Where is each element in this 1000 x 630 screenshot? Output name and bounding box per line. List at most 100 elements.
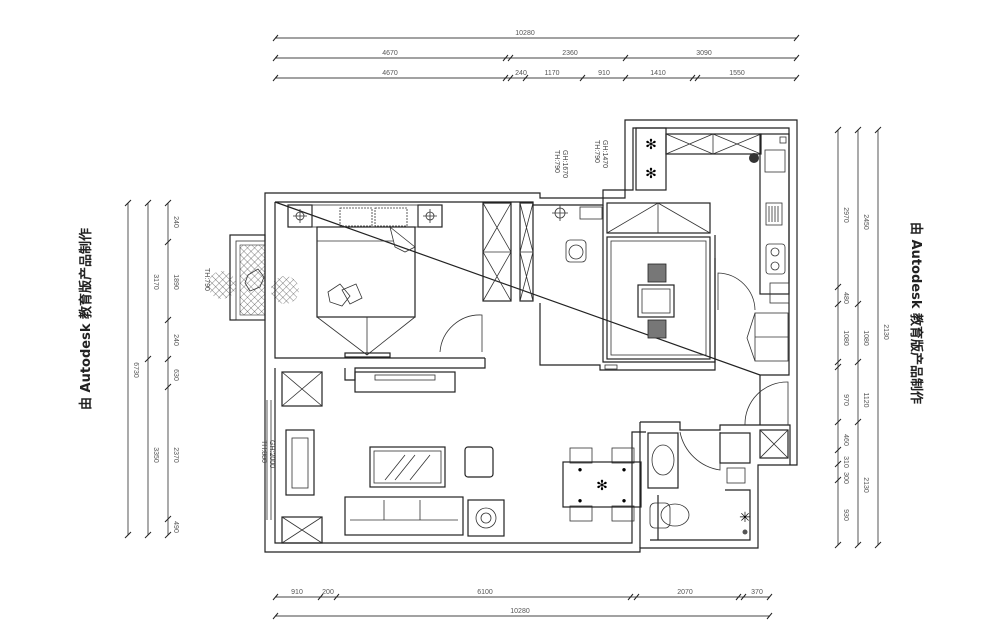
tv-sightline bbox=[316, 316, 416, 356]
dimension-label: 2370 bbox=[172, 447, 179, 463]
lamp-icon bbox=[552, 205, 568, 221]
burner-icon bbox=[770, 247, 780, 257]
treadmill bbox=[285, 429, 315, 496]
dimension-label: 240 bbox=[172, 334, 179, 346]
dining-wall bbox=[539, 258, 716, 371]
living-room bbox=[281, 371, 505, 544]
armchair-seat bbox=[568, 244, 584, 260]
bedroom-door[interactable] bbox=[439, 314, 483, 353]
dimension-label: 2070 bbox=[677, 589, 693, 596]
floor-drain-icon bbox=[742, 529, 748, 535]
cabinet-doors bbox=[606, 202, 711, 234]
desk-equipment bbox=[579, 206, 603, 220]
dimension-label: 310 bbox=[842, 456, 849, 468]
place-setting-icon: ● bbox=[622, 465, 627, 474]
cabinet bbox=[606, 202, 711, 234]
study-th: TH:790 bbox=[553, 150, 560, 173]
stove bbox=[765, 243, 786, 275]
dimension-left: 6730 3170 3350 240 1890 240 630 2370 490 bbox=[124, 199, 179, 539]
chair bbox=[569, 447, 593, 464]
tea-table bbox=[637, 284, 675, 318]
dimension-label: 1080 bbox=[862, 330, 869, 346]
dimension-ticks bbox=[272, 593, 773, 620]
plant-icon: ✻ bbox=[645, 165, 657, 181]
bathroom-door[interactable] bbox=[679, 431, 721, 471]
dimension-label: 2970 bbox=[842, 207, 849, 223]
dimension-ticks bbox=[834, 126, 882, 549]
tea-room bbox=[606, 202, 711, 360]
place-setting-icon: ● bbox=[578, 465, 583, 474]
toilet bbox=[660, 503, 690, 527]
study bbox=[552, 205, 618, 370]
kitchen-door[interactable] bbox=[717, 272, 756, 311]
plant-icon: ✻ bbox=[645, 136, 657, 152]
dimension-label: 1170 bbox=[544, 70, 559, 77]
sofa-cushions bbox=[350, 500, 458, 521]
lamp-icon bbox=[423, 209, 437, 223]
bedroom bbox=[287, 204, 483, 358]
wardrobe-cross bbox=[482, 202, 512, 302]
wardrobe-cross bbox=[519, 202, 534, 302]
tv bbox=[374, 374, 436, 381]
centerpiece-icon: ✻ bbox=[596, 477, 608, 493]
washbasin bbox=[651, 444, 675, 476]
dining-table bbox=[562, 461, 642, 508]
entry-door[interactable] bbox=[744, 381, 789, 426]
kitchen-window-wall bbox=[635, 127, 667, 191]
dimension-ticks bbox=[272, 34, 800, 82]
dimension-label: 3350 bbox=[152, 447, 159, 463]
dimension-label: 10280 bbox=[510, 608, 530, 615]
armchair bbox=[565, 239, 587, 263]
dimension-label: 1410 bbox=[650, 70, 666, 77]
glass-reflection bbox=[384, 454, 431, 481]
rug bbox=[606, 236, 711, 360]
watermark-left: 由 Autodesk 教育版产品制作 bbox=[78, 228, 94, 410]
dimension-label: 3090 bbox=[696, 50, 712, 57]
treadmill-belt bbox=[291, 437, 309, 489]
pillow bbox=[339, 207, 373, 227]
shaft-cross bbox=[759, 429, 789, 459]
dimension-label: 1080 bbox=[842, 330, 849, 346]
vent-lines bbox=[768, 206, 779, 222]
balcony bbox=[208, 234, 299, 321]
plant-icon bbox=[208, 271, 236, 299]
dimension-label: 3170 bbox=[152, 274, 159, 290]
dimension-label: 2450 bbox=[862, 214, 869, 230]
balcony-th: TH:790 bbox=[203, 268, 210, 291]
dimension-label: 6730 bbox=[132, 362, 139, 378]
lamp-icon bbox=[293, 209, 307, 223]
rug-border bbox=[610, 240, 707, 356]
lamp-icon bbox=[475, 507, 497, 529]
window-cabinet bbox=[281, 371, 323, 407]
dimension-label: 1120 bbox=[862, 392, 869, 407]
washing-machine bbox=[719, 432, 751, 464]
plant-icon bbox=[244, 268, 265, 292]
kitchen: ✻ ✻ bbox=[645, 133, 790, 362]
partition-wall bbox=[344, 358, 486, 381]
dimension-label: 2130 bbox=[882, 324, 889, 340]
kitchen-counter bbox=[759, 133, 790, 295]
kitchen-sink bbox=[764, 149, 786, 173]
bedroom-tv bbox=[344, 352, 391, 358]
bed-sheet-corner bbox=[389, 225, 416, 253]
dimension-label: 910 bbox=[291, 589, 303, 596]
planter-hatch bbox=[239, 244, 266, 316]
cabinet-cross bbox=[281, 516, 323, 544]
dimension-label: 2360 bbox=[562, 50, 578, 57]
coffee-table-glass bbox=[373, 450, 442, 484]
chair bbox=[647, 319, 667, 339]
bin-icon bbox=[749, 153, 759, 163]
dimension-top: 10280 4670 2360 3090 4670 240 1170 910 1… bbox=[272, 30, 800, 82]
watermark-right: 由 Autodesk 教育版产品制作 bbox=[908, 222, 924, 404]
place-setting-icon: ● bbox=[622, 496, 627, 505]
window-cabinet bbox=[281, 516, 323, 544]
chair bbox=[611, 505, 635, 522]
cabinet-cross bbox=[281, 371, 323, 407]
toilet-tank bbox=[726, 467, 746, 484]
dimension-label: 200 bbox=[322, 589, 334, 596]
shower-head-icon: ✳ bbox=[739, 509, 751, 525]
chair bbox=[569, 505, 593, 522]
dimension-label: 6100 bbox=[477, 589, 493, 596]
dimension-label: 630 bbox=[172, 369, 179, 381]
